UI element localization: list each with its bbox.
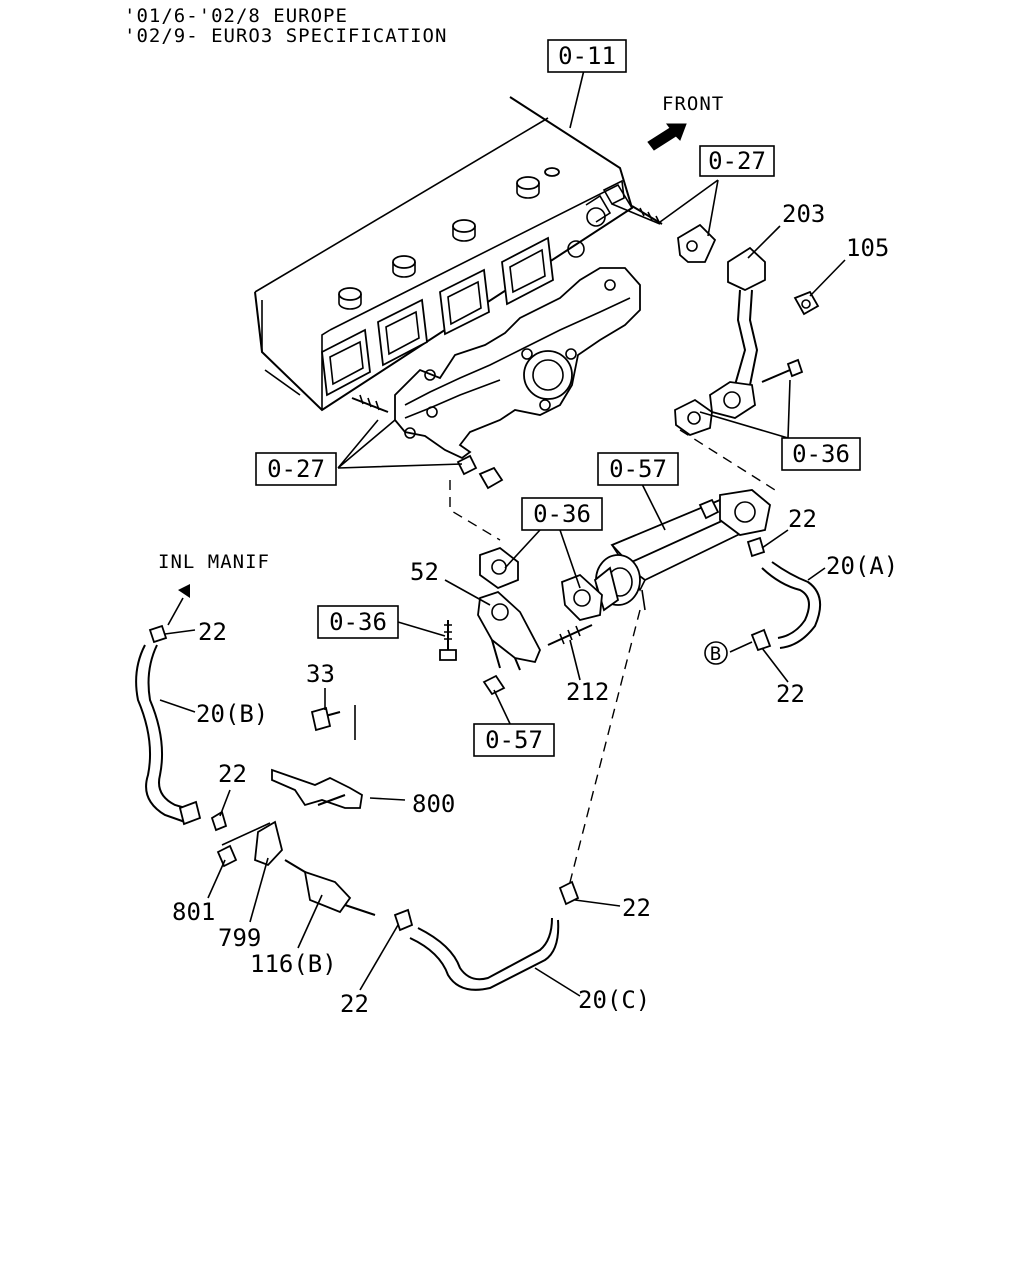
label-22-inl: 22: [198, 618, 227, 646]
clamp-22-pipe-c: [558, 880, 580, 906]
label-799: 799: [218, 924, 261, 952]
label-22-b: 22: [776, 680, 805, 708]
label-20c: 20(C): [578, 986, 650, 1014]
ref-gasket-adapter: 0-36: [533, 500, 591, 528]
clamp-22-b: [750, 628, 772, 652]
ref-exhaust-manifold: 0-27: [267, 455, 325, 483]
ref-egr-cooler: 0-57: [609, 455, 667, 483]
header-line-1: '01/6-'02/8 EUROPE: [124, 5, 348, 27]
nut-adapter: [482, 674, 506, 696]
cylinder-head: [254, 96, 634, 412]
adapter-52: [477, 546, 603, 671]
label-105: 105: [846, 234, 889, 262]
inl-manif-arrow-icon: [167, 597, 184, 626]
ref-bolt-adapter: 0-36: [329, 608, 387, 636]
ref-nut-adapter: 0-57: [485, 726, 543, 754]
egr-cooler: [593, 489, 771, 612]
ref-engine: 0-11: [558, 42, 616, 70]
label-116b: 116(B): [250, 950, 337, 978]
bracket-800: [271, 768, 363, 809]
inl-manif-arrowhead-icon: [178, 584, 190, 598]
header-line-2: '02/9- EURO3 SPECIFICATION: [124, 25, 448, 47]
label-33: 33: [306, 660, 335, 688]
filter-116b: [284, 859, 376, 916]
label-52: 52: [410, 558, 439, 586]
label-22-pipe-c: 22: [622, 894, 651, 922]
front-label: FRONT: [662, 93, 724, 115]
ref-gasket-lower: 0-36: [792, 440, 850, 468]
marker-b: B: [710, 643, 722, 665]
hose-20a: [761, 567, 810, 639]
label-800: 800: [412, 790, 455, 818]
inl-manif-label: INL MANIF: [158, 551, 270, 573]
nut-801: [216, 844, 238, 868]
label-203: 203: [782, 200, 825, 228]
ref-egr-pipe-flange: 0-27: [708, 147, 766, 175]
label-801: 801: [172, 898, 215, 926]
marker-b-circle: [704, 641, 728, 665]
hose-20b: [135, 644, 186, 823]
dash-cooler-to-pipe-c: [567, 609, 641, 891]
dash-manifold-to-adapter: [449, 480, 501, 541]
dash-egr-pipe-to-cooler: [679, 429, 776, 491]
manifold-nut: [478, 466, 504, 490]
label-22-bottom: 22: [340, 990, 369, 1018]
label-22-cooler: 22: [788, 505, 817, 533]
manifold-washer: [456, 454, 478, 476]
exhaust-manifold: [394, 267, 641, 460]
label-212: 212: [566, 678, 609, 706]
label-22-left: 22: [218, 760, 247, 788]
label-20b: 20(B): [196, 700, 268, 728]
leader-lines: [159, 69, 846, 997]
clamp-22-bottom: [393, 908, 414, 932]
valve-799: [254, 820, 283, 867]
egr-pipe-203: [611, 203, 820, 437]
pipe-20c: [409, 919, 560, 991]
front-arrow-icon: [647, 123, 687, 151]
label-20a: 20(A): [826, 552, 898, 580]
